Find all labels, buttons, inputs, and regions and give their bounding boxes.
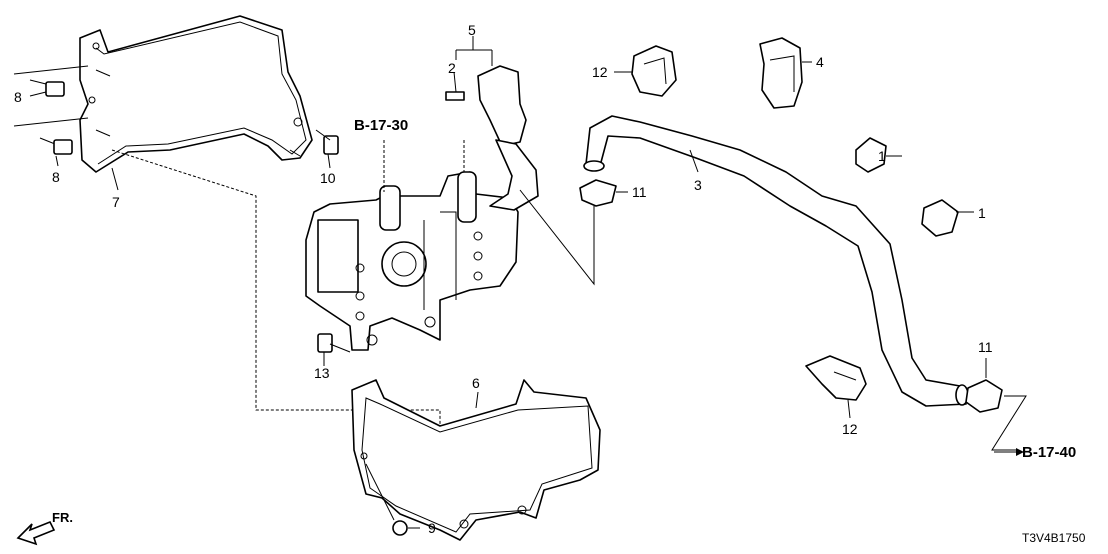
callout-2: 2 [448, 60, 456, 76]
lower-bracket[interactable] [351, 379, 601, 541]
reference-b17-40-arrow [994, 448, 1024, 456]
hose-clamp-lower[interactable] [965, 379, 1027, 451]
callout-11-lower: 11 [978, 339, 993, 355]
diagram-code: T3V4B1750 [1022, 531, 1086, 545]
bolt-13[interactable] [317, 333, 351, 353]
reference-b17-30[interactable]: B-17-30 [354, 117, 408, 134]
hose-clip-upper[interactable] [631, 45, 677, 97]
connector-harness[interactable] [477, 65, 539, 211]
hose-clamp-upper[interactable] [519, 179, 617, 286]
callout-5: 5 [468, 22, 476, 38]
front-label: FR. [52, 510, 73, 525]
clip-1-lower[interactable] [921, 199, 959, 237]
label-tag-2[interactable] [445, 91, 465, 101]
callout-8-upper: 8 [14, 89, 22, 105]
callout-9: 9 [428, 520, 436, 536]
stud-bolts [95, 69, 111, 137]
callout-12-lower: 12 [842, 421, 858, 437]
callout-6: 6 [472, 375, 480, 391]
bolt-lower[interactable] [13, 117, 89, 155]
bolt-upper[interactable] [13, 65, 89, 97]
bolt-10[interactable] [289, 129, 339, 157]
callout-8-lower: 8 [52, 169, 60, 185]
reference-b17-40[interactable]: B-17-40 [1022, 444, 1076, 461]
clip-1-upper[interactable] [855, 137, 887, 173]
front-direction-arrow: FR. [16, 510, 73, 546]
upper-bracket[interactable] [79, 15, 313, 173]
callout-13: 13 [314, 365, 330, 381]
callout-11-upper: 11 [632, 184, 647, 200]
callout-3: 3 [694, 177, 702, 193]
nut-9[interactable] [365, 463, 408, 536]
hose-clip-4[interactable] [759, 37, 803, 109]
coolant-hose[interactable] [583, 115, 969, 407]
callout-numbers: 1 1 2 3 4 5 6 7 8 8 9 10 11 11 12 12 13 [14, 22, 993, 536]
callout-12-upper: 12 [592, 64, 608, 80]
callout-1-upper: 1 [878, 148, 886, 164]
hose-clip-lower[interactable] [805, 355, 867, 401]
actuator-unit[interactable] [305, 171, 519, 351]
callout-7: 7 [112, 194, 120, 210]
callout-1-lower: 1 [978, 205, 986, 221]
leader-lines [29, 36, 987, 529]
callout-4: 4 [816, 54, 824, 70]
callout-10: 10 [320, 170, 336, 186]
